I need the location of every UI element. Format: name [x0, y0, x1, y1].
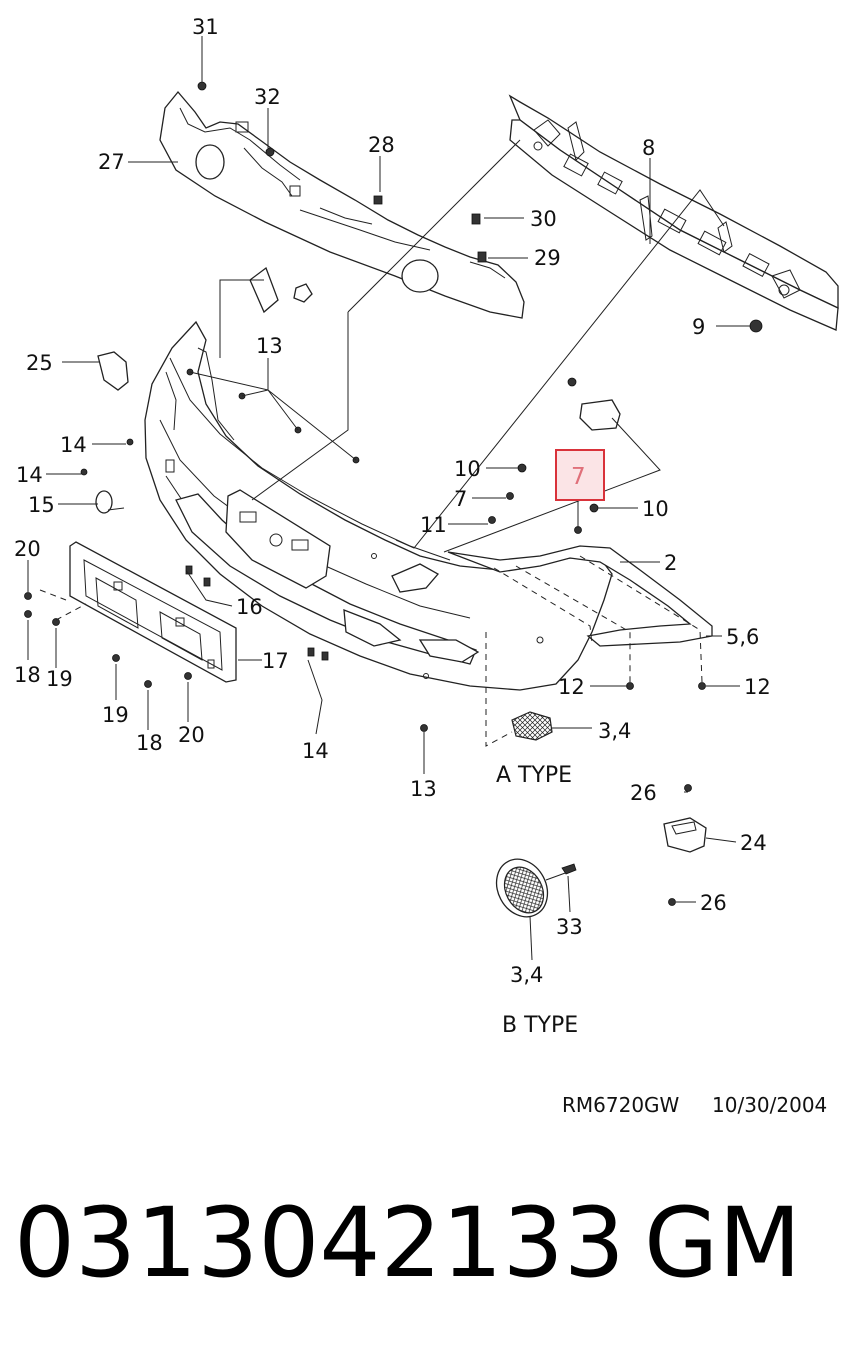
a-type-label: A TYPE	[496, 763, 572, 788]
license-plate-bracket-icon	[69, 541, 237, 683]
callout-31: 31	[192, 15, 219, 39]
assembly-dashed-lines	[39, 555, 703, 747]
callout-14-lower: 14	[302, 739, 329, 763]
callout-27: 27	[98, 150, 125, 174]
side-marker-icon	[95, 490, 125, 514]
callout-13-upper: 13	[256, 334, 283, 358]
b-type-label: B TYPE	[502, 1013, 578, 1038]
callout-12-right: 12	[744, 675, 771, 699]
callout-9: 9	[692, 315, 705, 339]
callout-3-4-b: 3,4	[510, 963, 543, 987]
drawing-code: RM6720GW	[562, 1093, 680, 1117]
bracket-upper-icon	[249, 266, 313, 314]
callout-26-lower: 26	[700, 891, 727, 915]
side-bracket-icon	[663, 817, 707, 853]
callout-12-left: 12	[558, 675, 585, 699]
callout-20-bottom: 20	[178, 723, 205, 747]
callout-16: 16	[236, 595, 263, 619]
callout-3-4-a: 3,4	[598, 719, 631, 743]
callout-25: 25	[26, 351, 53, 375]
callout-11: 11	[420, 513, 447, 537]
bumper-beam-icon	[508, 94, 839, 331]
bumper-bracket-icon	[567, 377, 621, 431]
callout-15: 15	[28, 493, 55, 517]
callout-10-right: 10	[642, 497, 669, 521]
callout-26-upper: 26	[630, 781, 657, 805]
callout-14-upper: 14	[60, 433, 87, 457]
callout-14-middle: 14	[16, 463, 43, 487]
lower-trim-strip-icon	[447, 545, 713, 647]
callout-8: 8	[642, 136, 655, 160]
callout-19-left: 19	[46, 667, 73, 691]
callout-2: 2	[664, 551, 677, 575]
callout-29: 29	[534, 246, 561, 270]
callout-18-bottom: 18	[136, 731, 163, 755]
callout-19-bottom: 19	[102, 703, 129, 727]
highlighted-callout-7[interactable]: 7	[555, 449, 605, 501]
callout-13-lower: 13	[410, 777, 437, 801]
highlight-box[interactable]	[555, 449, 605, 501]
callout-5-6: 5,6	[726, 625, 759, 649]
brand-name: GM	[644, 1187, 801, 1299]
tow-hook-cover-icon	[97, 351, 129, 391]
part-number: 0313042133	[14, 1187, 625, 1299]
callout-labels: 31 32 28 27 30 29 8 9 25 13 14 14 15 10 …	[14, 15, 771, 987]
upper-energy-absorber-icon	[159, 90, 525, 319]
callout-24: 24	[740, 831, 767, 855]
leader-lines	[27, 36, 750, 961]
callout-17: 17	[262, 649, 289, 673]
callout-28: 28	[368, 133, 395, 157]
fog-lamp-grille-b-type-icon	[495, 858, 577, 918]
callout-20-upper: 20	[14, 537, 41, 561]
callout-18-left: 18	[14, 663, 41, 687]
callout-33: 33	[556, 915, 583, 939]
callout-10-left: 10	[454, 457, 481, 481]
callout-7: 7	[454, 487, 467, 511]
drawing-date: 10/30/2004	[712, 1093, 827, 1117]
callout-30: 30	[530, 207, 557, 231]
highlight-label[interactable]: 7	[571, 464, 586, 490]
callout-32: 32	[254, 85, 281, 109]
fog-lamp-grille-a-type-icon	[511, 711, 553, 741]
